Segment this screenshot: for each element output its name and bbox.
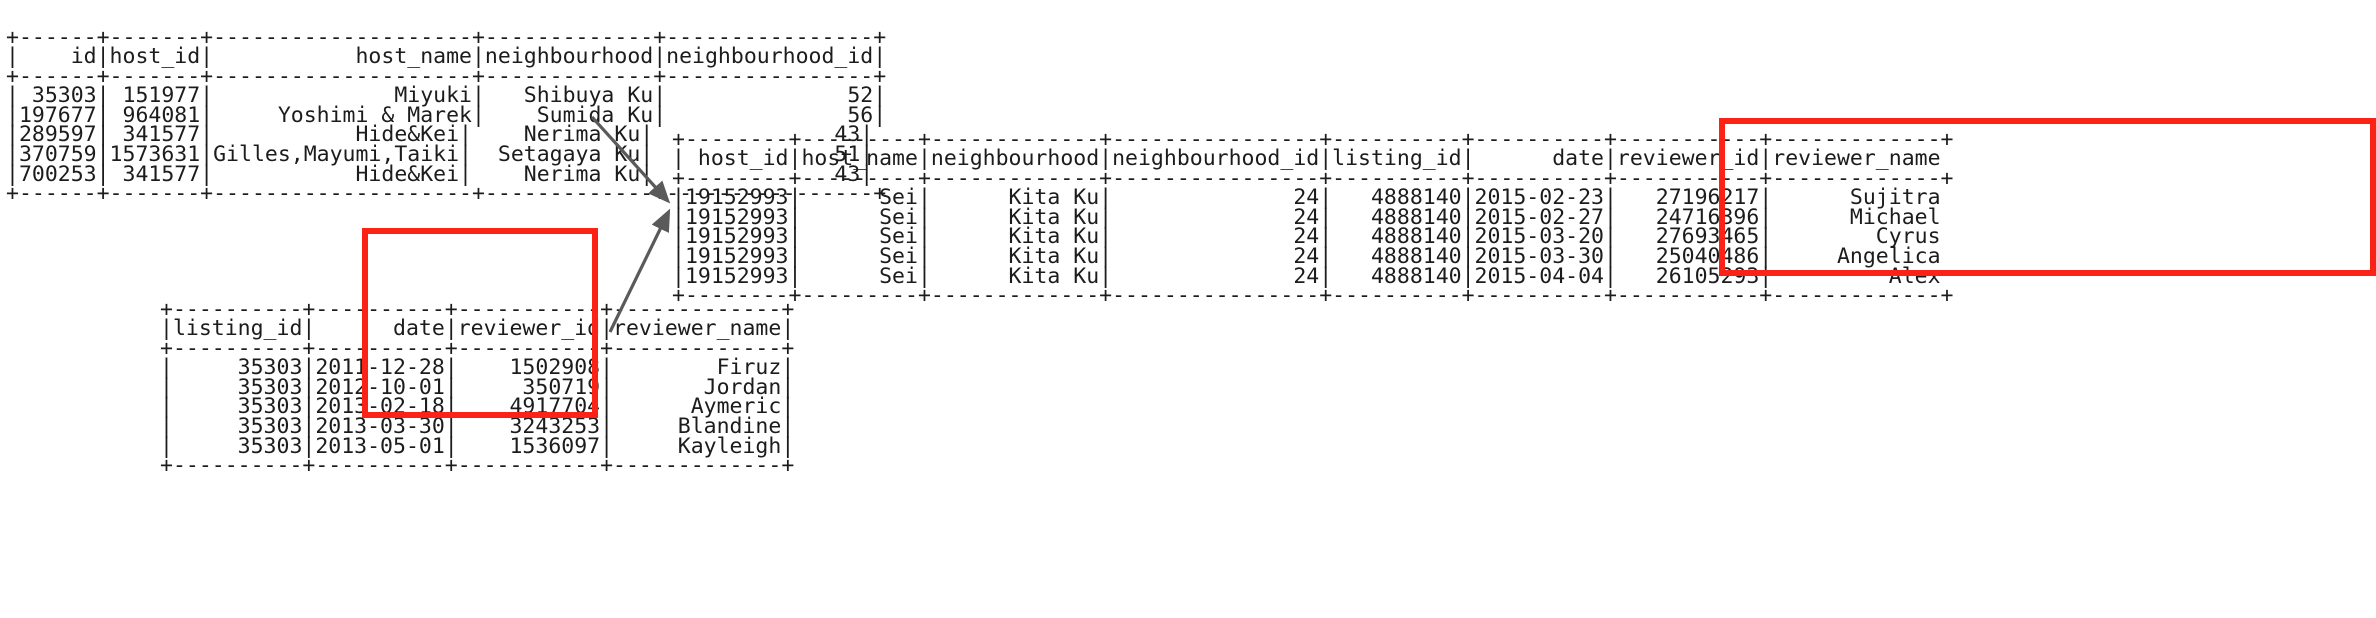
listings-table: +------+-------+--------------------+---… [6,24,887,207]
joined-result-table: +--------+---------+-------------+------… [672,126,1954,309]
reviews-table: +----------+----------+-----------+-----… [160,296,795,479]
